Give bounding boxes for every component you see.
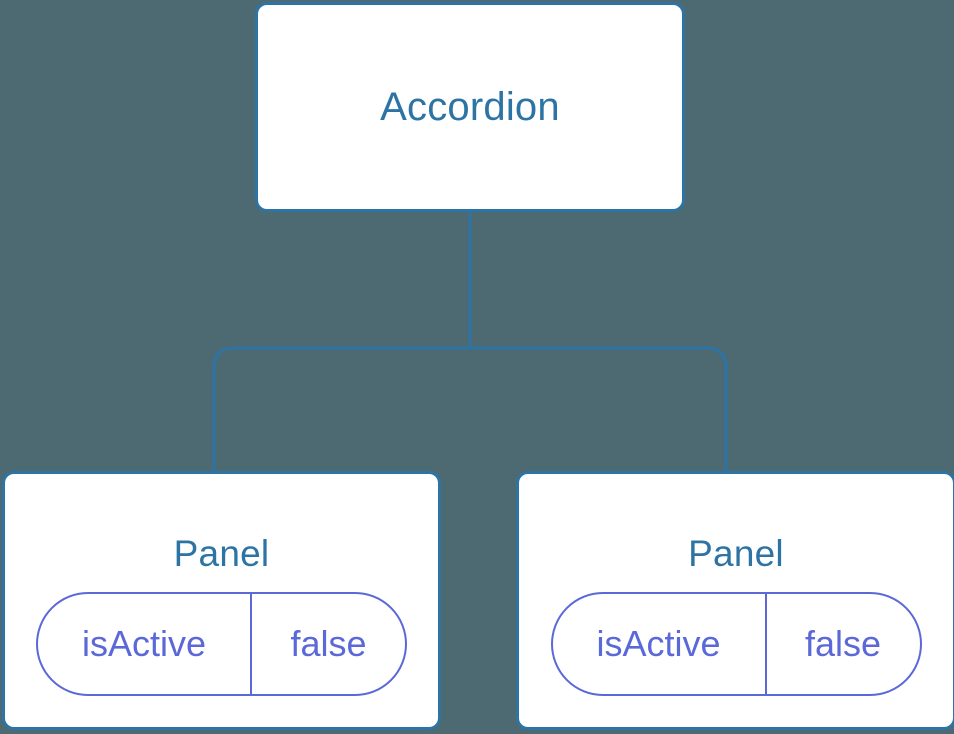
node-panel-1-state-value: false: [804, 622, 882, 664]
edge-accordion-to-panel-1: [470, 346, 728, 473]
node-panel-0-title: Panel: [173, 533, 270, 575]
node-panel-0-state-key: isActive: [38, 593, 252, 694]
node-panel-1-title: Panel: [688, 533, 784, 575]
edge-accordion-to-panel-0: [212, 346, 470, 473]
node-accordion-title: Accordion: [380, 85, 560, 129]
node-panel-0-state-badge: isActive false: [36, 591, 407, 696]
node-panel-1-state-badge: isActive false: [550, 591, 922, 696]
node-panel-0-state-value: false: [290, 622, 367, 664]
node-panel-1-body: Panel isActive false: [519, 505, 953, 696]
node-accordion[interactable]: Accordion: [255, 2, 685, 212]
node-panel-1-state-key: isActive: [553, 593, 767, 694]
node-panel-0-body: Panel isActive false: [5, 505, 438, 696]
node-panel-0[interactable]: Panel isActive false: [2, 471, 441, 730]
node-panel-1[interactable]: Panel isActive false: [516, 471, 954, 730]
